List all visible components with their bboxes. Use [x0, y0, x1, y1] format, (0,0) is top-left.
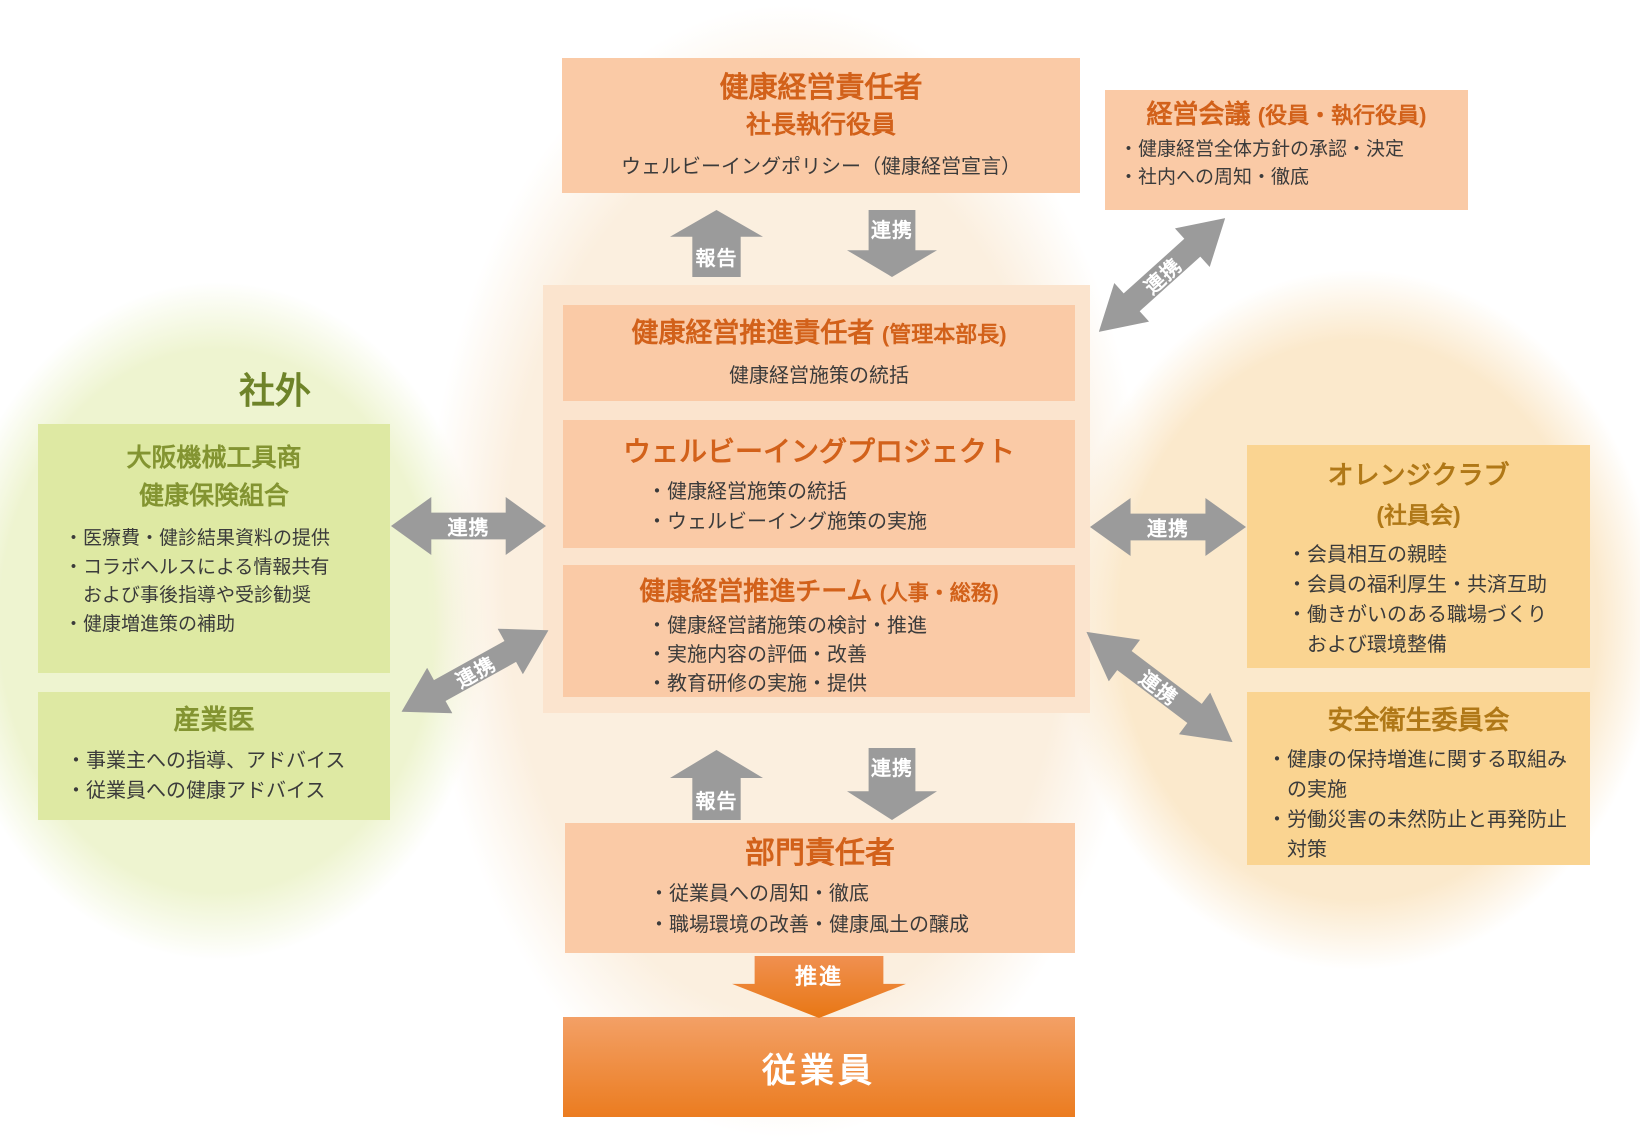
arrow-label: 報告 — [695, 791, 738, 813]
node-title-suffix: (人事・総務) — [879, 582, 999, 605]
node-title: 健康経営責任者 — [719, 72, 923, 104]
bullet-list: ・会員相互の親睦 ・会員の福利厚生・共済互助 ・働きがいのある職場づくり および… — [1247, 540, 1590, 660]
external-section-label: 社外 — [238, 370, 311, 411]
node-health-exec-officer: 健康経営責任者 社長執行役員 ウェルビーイングポリシー（健康経営宣言） — [562, 58, 1080, 193]
node-title: ウェルビーイングプロジェクト — [622, 436, 1015, 467]
bullet-list: ・健康の保持増進に関する取組み の実施 ・労働災害の未然防止と再発防止 対策 — [1247, 745, 1590, 865]
bullet-list: ・健康経営施策の統括 ・ウェルビーイング施策の実施 — [563, 477, 1075, 537]
bullet-item: ・健康経営施策の統括 — [647, 481, 847, 503]
node-title-suffix: (管理本部長) — [881, 322, 1007, 347]
node-title-main: 健康経営推進責任者 — [631, 318, 875, 348]
bullet-item: ・事業主への指導、アドバイス — [66, 749, 346, 772]
node-title-main: 健康経営推進チーム — [639, 576, 873, 606]
bullet-item: ・ウェルビーイング施策の実施 — [647, 511, 927, 533]
node-title: 大阪機械工具商 健康保険組合 — [126, 444, 302, 510]
bullet-item: ・会員の福利厚生・共済互助 — [1287, 573, 1547, 596]
bullet-list: ・従業員への周知・徹底 ・職場環境の改善・健康風土の醸成 — [565, 879, 1075, 941]
arrow-label: 連携 — [871, 758, 913, 780]
node-note: ウェルビーイングポリシー（健康経営宣言） — [621, 155, 1021, 178]
node-title: 安全衛生委員会 — [1327, 705, 1510, 735]
node-wellbeing-project: ウェルビーイングプロジェクト ・健康経営施策の統括 ・ウェルビーイング施策の実施 — [563, 420, 1075, 548]
bullet-item: ・健康増進策の補助 — [64, 613, 236, 635]
node-title-suffix: (役員・執行役員) — [1257, 103, 1427, 128]
node-note: 健康経営施策の統括 — [729, 364, 909, 387]
node-title: 健康経営推進責任者 (管理本部長) — [563, 317, 1075, 351]
bullet-item: ・社内への周知・徹底 — [1119, 167, 1310, 188]
arrow-label: 報告 — [695, 248, 738, 270]
node-promotion-team: 健康経営推進チーム (人事・総務) ・健康経営諸施策の検討・推進 ・実施内容の評… — [563, 565, 1075, 697]
arrow-label: 連携 — [1147, 518, 1189, 541]
node-department-heads: 部門責任者 ・従業員への周知・徹底 ・職場環境の改善・健康風土の醸成 — [565, 823, 1075, 953]
node-title: 健康経営推進チーム (人事・総務) — [563, 575, 1075, 608]
arrow-label: 連携 — [871, 220, 913, 242]
node-title: オレンジクラブ — [1327, 460, 1510, 490]
bullet-item: ・従業員への健康アドバイス — [66, 779, 326, 802]
bullet-item: ・実施内容の評価・改善 — [647, 643, 867, 666]
bullet-item: ・会員相互の親睦 — [1287, 543, 1447, 566]
bullet-item: ・職場環境の改善・健康風土の醸成 — [649, 913, 969, 936]
node-promotion-officer: 健康経営推進責任者 (管理本部長) 健康経営施策の統括 — [563, 305, 1075, 401]
node-title: 従業員 — [762, 1051, 876, 1090]
node-insurance-union: 大阪機械工具商 健康保険組合 ・医療費・健診結果資料の提供 ・コラボヘルスによる… — [38, 424, 390, 673]
bullet-item: ・健康経営諸施策の検討・推進 — [647, 614, 927, 637]
node-safety-committee: 安全衛生委員会 ・健康の保持増進に関する取組み の実施 ・労働災害の未然防止と再… — [1247, 692, 1590, 865]
bullet-item: ・従業員への周知・徹底 — [649, 882, 869, 905]
node-industrial-physician: 産業医 ・事業主への指導、アドバイス ・従業員への健康アドバイス — [38, 692, 390, 820]
node-management-meeting: 経営会議 (役員・執行役員) ・健康経営全体方針の承認・決定 ・社内への周知・徹… — [1105, 90, 1468, 210]
node-orange-club: オレンジクラブ (社員会) ・会員相互の親睦 ・会員の福利厚生・共済互助 ・働き… — [1247, 445, 1590, 668]
node-subtitle: 社長執行役員 — [745, 111, 896, 140]
bullet-list: ・事業主への指導、アドバイス ・従業員への健康アドバイス — [38, 746, 390, 806]
bullet-item: ・健康の保持増進に関する取組み の実施 — [1267, 748, 1567, 801]
node-subtitle: (社員会) — [1376, 501, 1461, 528]
bullet-item: ・医療費・健診結果資料の提供 — [64, 528, 331, 549]
node-title: 経営会議 (役員・執行役員) — [1115, 98, 1458, 131]
bullet-item: ・健康経営全体方針の承認・決定 — [1119, 138, 1405, 160]
bullet-item: ・教育研修の実施・提供 — [647, 672, 867, 695]
arrow-label: 推進 — [794, 964, 843, 989]
node-title: 部門責任者 — [745, 837, 895, 870]
node-title: 産業医 — [173, 705, 255, 735]
node-employees: 従業員 — [563, 1017, 1075, 1117]
bullet-list: ・健康経営全体方針の承認・決定 ・社内への周知・徹底 — [1115, 136, 1458, 193]
node-title-main: 経営会議 — [1146, 99, 1251, 129]
bullet-list: ・健康経営諸施策の検討・推進 ・実施内容の評価・改善 ・教育研修の実施・提供 — [563, 612, 1075, 699]
bullet-item: ・働きがいのある職場づくり および環境整備 — [1287, 603, 1547, 656]
bullet-list: ・医療費・健診結果資料の提供 ・コラボヘルスによる情報共有 および事後指導や受診… — [38, 525, 390, 639]
bullet-item: ・コラボヘルスによる情報共有 および事後指導や受診勧奨 — [64, 556, 330, 607]
arrow-label: 連携 — [447, 517, 490, 540]
bullet-item: ・労働災害の未然防止と再発防止 対策 — [1267, 808, 1567, 861]
